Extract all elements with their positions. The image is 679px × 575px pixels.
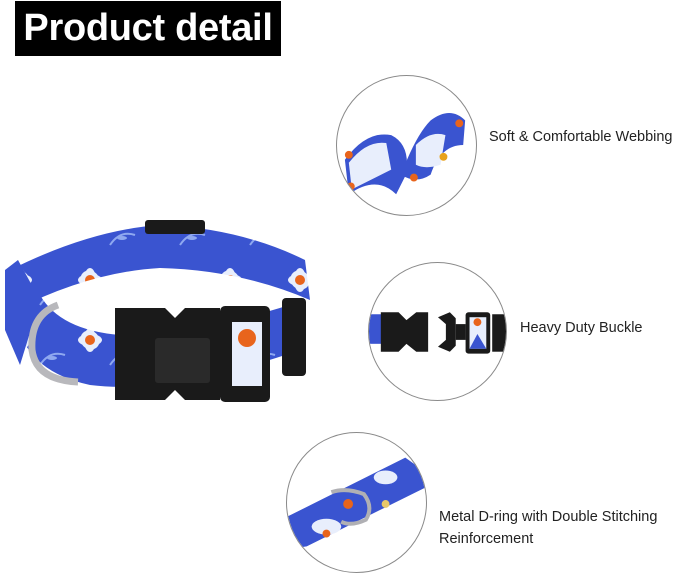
feature-label-buckle: Heavy Duty Buckle — [520, 320, 643, 336]
webbing-detail-image — [336, 75, 477, 216]
feature-label-d-ring: Metal D-ring with Double Stitching Reinf… — [439, 509, 658, 547]
page-title: Product detail — [23, 7, 273, 49]
collar-product-image — [0, 200, 320, 420]
feature-label-webbing: Soft & Comfortable Webbing — [489, 129, 673, 145]
d-ring-detail-image — [286, 432, 427, 573]
buckle-detail-image — [368, 262, 507, 401]
title-banner: Product detail — [15, 1, 281, 56]
